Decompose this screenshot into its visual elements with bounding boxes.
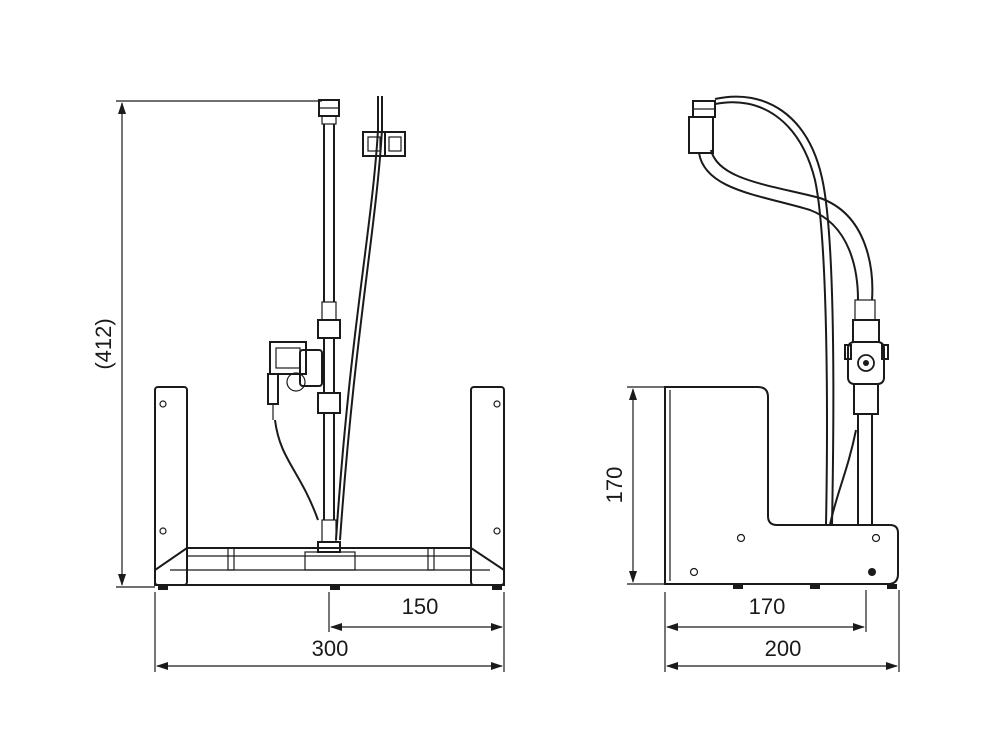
cable-line [335, 96, 379, 541]
base-rib [427, 547, 435, 571]
mounting-hole [689, 567, 699, 577]
valve-coil [269, 341, 307, 375]
mounting-hole [159, 527, 167, 535]
side-valve-cable [829, 429, 857, 526]
center-mount-plate [304, 551, 356, 571]
frame-right-upright [470, 386, 505, 586]
sensor-cable [335, 96, 406, 541]
half-width-dimension-label: 150 [402, 594, 439, 619]
mounting-hole [736, 533, 746, 543]
foot [733, 584, 743, 589]
pipe-mid-nut [317, 319, 341, 339]
side-valve [829, 319, 889, 526]
valve-body [299, 349, 323, 387]
mounting-hole [493, 527, 501, 535]
foot [887, 584, 897, 589]
foot [810, 584, 820, 589]
side-view: 170 [602, 95, 900, 672]
depth-dimension-label: 200 [765, 636, 802, 661]
side-cable [714, 101, 828, 526]
cable-connector [384, 131, 406, 157]
side-hose [688, 95, 876, 526]
valve-knob [286, 372, 306, 392]
width-dimension-label: 300 [312, 636, 349, 661]
side-height-dimension-label: 170 [602, 467, 627, 504]
hose-outer [698, 152, 859, 301]
valve-cable [274, 419, 319, 521]
mounting-hole [868, 568, 876, 576]
side-frame-profile [664, 386, 899, 585]
inner-depth-dimension-label: 170 [749, 594, 786, 619]
foot [158, 585, 168, 590]
mounting-hole [493, 400, 501, 408]
hose-inner [710, 149, 874, 301]
front-view: (412) [91, 96, 505, 672]
hose-top-fitting [688, 116, 714, 154]
height-dimension-label: (412) [91, 318, 116, 369]
frame-left-upright [154, 386, 188, 586]
mounting-hole [871, 533, 881, 543]
pipe-lower-nut [317, 392, 341, 414]
side-valve-nut [852, 319, 880, 343]
foot [492, 585, 502, 590]
side-valve-lower [853, 383, 879, 415]
supply-pipe [317, 99, 341, 553]
foot [330, 585, 340, 590]
mounting-hole [159, 400, 167, 408]
solenoid-valve [267, 341, 323, 521]
base-rib [227, 547, 235, 571]
frame-base [154, 547, 505, 586]
